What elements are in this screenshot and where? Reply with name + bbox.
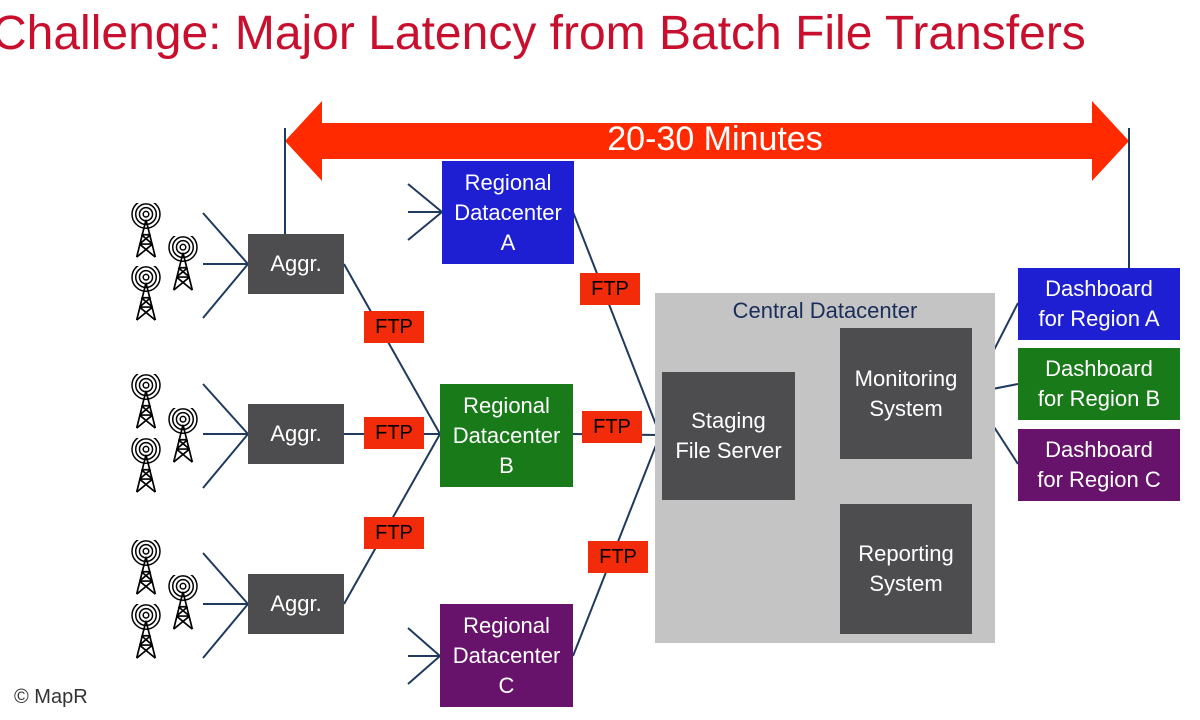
aggregator-node-2: Aggr. [248, 404, 344, 464]
regional-datacenter-b: Regional Datacenter B [440, 384, 573, 487]
cell-tower-icon [131, 438, 161, 494]
aggregator-node-3: Aggr. [248, 574, 344, 634]
latency-label: 20-30 Minutes [607, 120, 823, 158]
cell-tower-icon [131, 374, 161, 430]
ftp-badge: FTP [588, 541, 648, 573]
fan-in-aggr-1 [202, 212, 249, 319]
cell-tower-icon [168, 408, 198, 464]
aggregator-node-1: Aggr. [248, 234, 344, 294]
fan-in-aggr-2 [202, 383, 249, 489]
dashboard-region-c: Dashboard for Region C [1018, 429, 1180, 501]
cell-tower-icon [131, 266, 161, 322]
cell-tower-icon [168, 236, 198, 292]
regional-datacenter-c: Regional Datacenter C [440, 604, 573, 707]
ftp-badge: FTP [364, 517, 424, 549]
cell-tower-icon [131, 540, 161, 596]
monitoring-system: Monitoring System [840, 328, 972, 459]
page-title: Challenge: Major Latency from Batch File… [0, 7, 1086, 60]
ftp-badge: FTP [364, 311, 424, 343]
latency-arrow [285, 101, 1129, 181]
dashboard-region-a: Dashboard for Region A [1018, 268, 1180, 340]
reporting-system: Reporting System [840, 504, 972, 634]
ftp-badge: FTP [364, 417, 424, 449]
link-region-a-staging [572, 211, 661, 436]
dashboard-region-b: Dashboard for Region B [1018, 348, 1180, 420]
fan-in-aggr-3 [202, 552, 249, 659]
staging-file-server: Staging File Server [662, 372, 795, 500]
regional-datacenter-a: Regional Datacenter A [442, 161, 574, 264]
central-datacenter-label: Central Datacenter [732, 298, 918, 323]
cell-tower-icon [131, 203, 161, 259]
copyright-notice: © MapR [14, 686, 88, 708]
ftp-badge: FTP [582, 411, 642, 443]
fan-in-region-c [407, 627, 441, 685]
ftp-badge: FTP [580, 273, 640, 305]
link-aggr1-region-b [343, 263, 441, 435]
fan-in-region-a [407, 183, 443, 241]
cell-tower-icon [168, 575, 198, 631]
cell-tower-icon [131, 604, 161, 660]
